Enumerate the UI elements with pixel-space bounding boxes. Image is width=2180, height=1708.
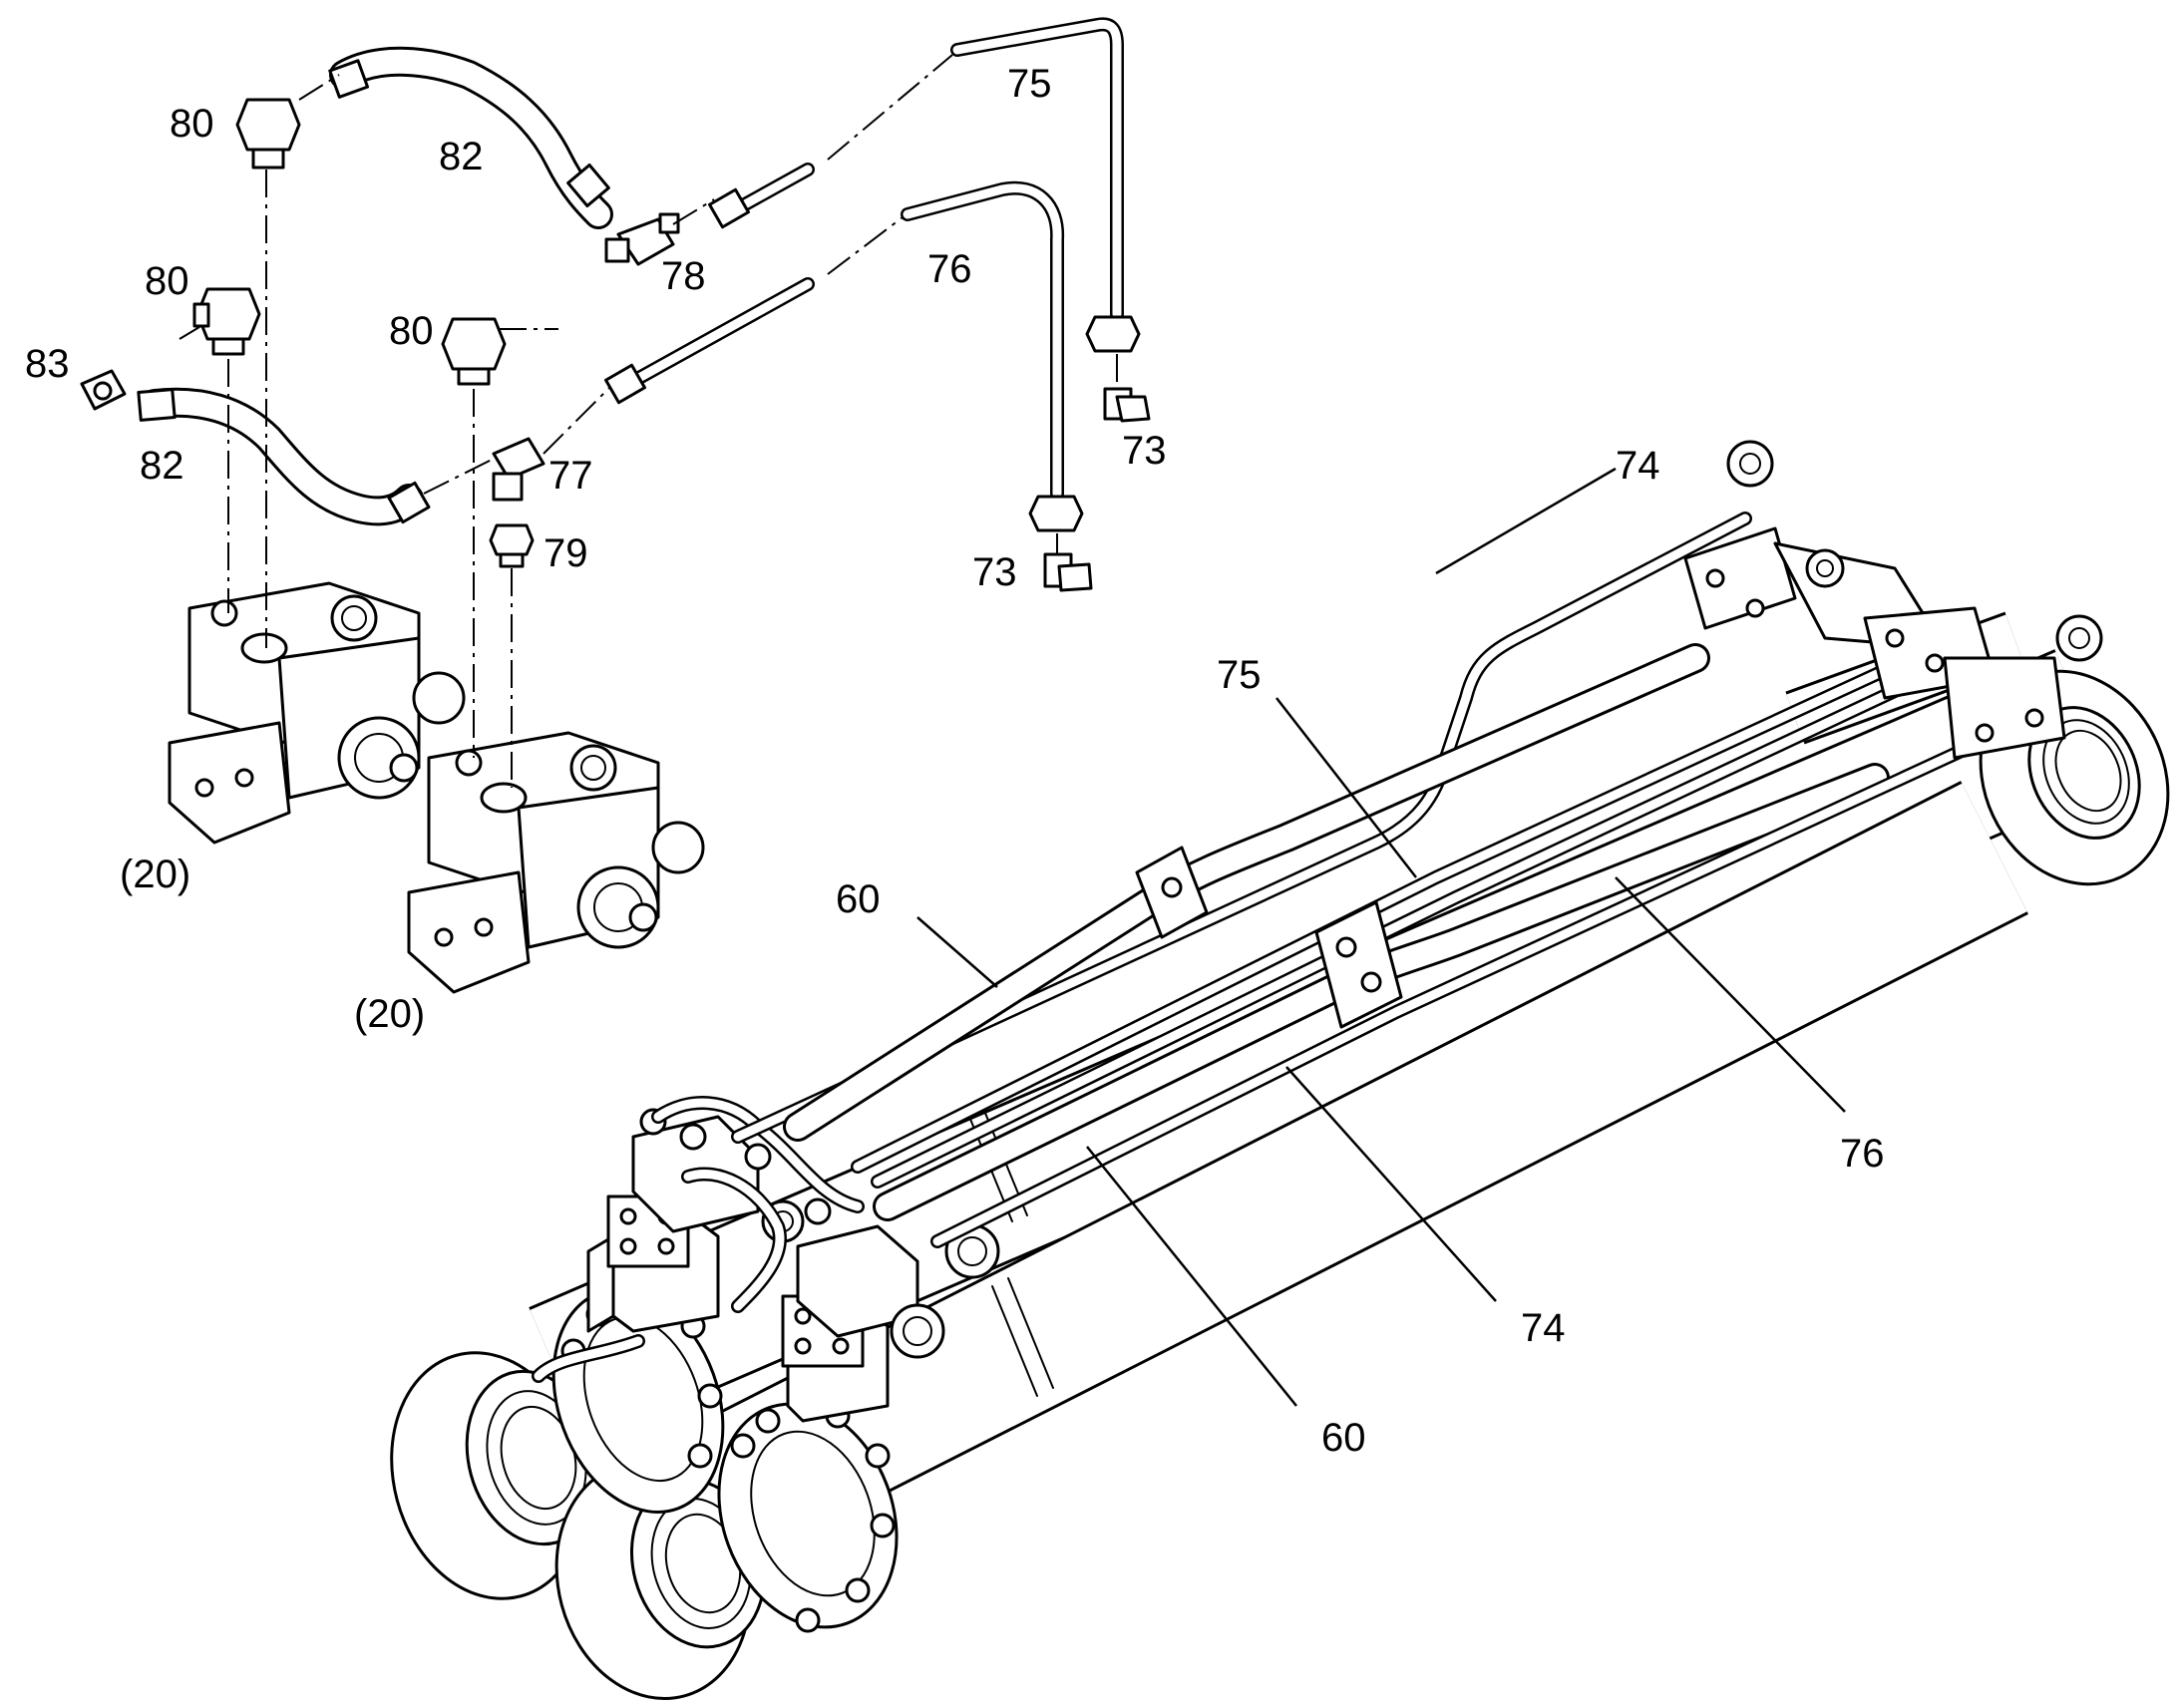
callout-77: 77: [548, 454, 593, 498]
callout-60-left: 60: [836, 877, 881, 921]
callout-74-top: 74: [1616, 444, 1660, 488]
callout-76-right: 76: [1840, 1132, 1885, 1176]
callout-82-lower: 82: [140, 444, 184, 488]
callout-79: 79: [544, 531, 588, 575]
callout-74-bottom: 74: [1521, 1306, 1566, 1350]
callout-60-bottom: 60: [1321, 1416, 1366, 1460]
callout-73-lower: 73: [972, 550, 1017, 594]
callout-75-top: 75: [1007, 62, 1052, 106]
callout-73-upper: 73: [1122, 429, 1167, 473]
assembly-centerlines: [179, 54, 1118, 788]
plug-80-middle: [192, 287, 261, 356]
callouts: 80 82 80 83 82 80 78 77 79 75 76 73 73 (…: [25, 62, 1885, 1460]
callout-80-middle: 80: [145, 259, 189, 303]
elbow-73-lower: [1043, 552, 1093, 592]
leader-lines: [916, 467, 1846, 1407]
cylinder-head-flanges: [551, 1283, 899, 1633]
plug-80-right: [441, 317, 507, 386]
pipe-76-exploded: [604, 180, 1084, 532]
callout-82-upper: 82: [439, 135, 484, 178]
callout-76-top: 76: [927, 247, 972, 291]
pipe-76: [871, 651, 1972, 1189]
fitting-83: [80, 369, 127, 411]
tee-78: [604, 212, 680, 266]
valve-block-a: [168, 581, 466, 845]
callout-83: 83: [25, 342, 70, 386]
hose-82-upper: [328, 46, 613, 229]
callout-80-top: 80: [170, 102, 214, 146]
cylinder-front: [684, 781, 2028, 1562]
plug-80-top: [235, 98, 301, 170]
elbow-73-upper: [1103, 387, 1151, 423]
valve-block-b: [407, 731, 705, 994]
callout-75-middle: 75: [1217, 653, 1262, 697]
pipe-clamps: [1135, 846, 1403, 1029]
pipe-75: [851, 631, 1962, 1174]
cylinder-valve-blocks: [586, 1108, 1000, 1423]
callout-20-b: (20): [354, 992, 425, 1036]
adapter-79: [489, 523, 535, 568]
pipe-74-upper: [731, 512, 1752, 1144]
tee-77: [492, 437, 545, 502]
callout-80-right: 80: [389, 309, 434, 353]
pipe-75-exploded: [708, 17, 1141, 353]
rod-end-bracket: [1683, 440, 2103, 760]
pipe-74-lower: [930, 701, 2061, 1248]
callout-78: 78: [661, 254, 706, 298]
hose-82-lower: [137, 387, 431, 526]
callout-20-a: (20): [120, 853, 190, 896]
